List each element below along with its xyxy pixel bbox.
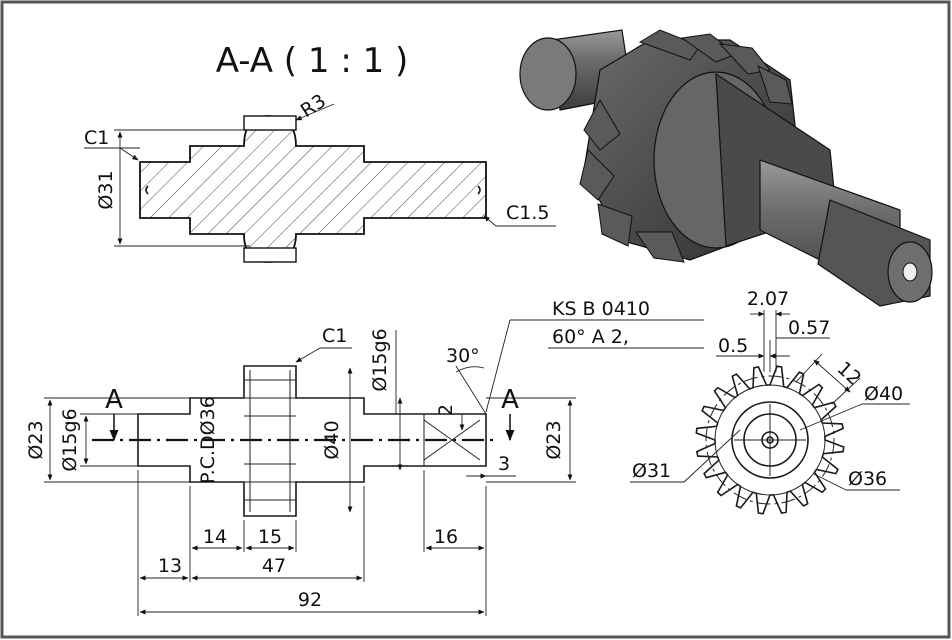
center-hole-left bbox=[145, 185, 149, 195]
knurl-spec: 60° A 2, bbox=[552, 326, 629, 348]
front-view: A A Ø23 Ø15g6 P.C.DØ36 C1 Ø40 Ø15g6 Ø23 … bbox=[25, 298, 704, 616]
dia-left-fit: Ø15g6 bbox=[59, 408, 81, 471]
len-shaft: 13 bbox=[158, 555, 182, 577]
knurl-standard: KS B 0410 bbox=[552, 298, 650, 320]
gear-tooth-top bbox=[243, 115, 297, 131]
flat-length: 3 bbox=[498, 453, 510, 475]
dia-outer: Ø40 bbox=[864, 383, 903, 405]
section-title: A-A ( 1 : 1 ) bbox=[216, 41, 409, 81]
teeth: 12 bbox=[833, 357, 866, 390]
section-body bbox=[139, 115, 487, 263]
width-c: 0.5 bbox=[718, 335, 748, 357]
section-mark-right: A bbox=[501, 385, 519, 415]
section-diameter: Ø31 bbox=[95, 170, 117, 209]
dia-right-fit: Ø15g6 bbox=[369, 328, 391, 391]
depth: 2 bbox=[435, 404, 457, 416]
dia-gear: Ø40 bbox=[321, 420, 343, 459]
section-chamfer-left: C1 bbox=[84, 127, 109, 149]
angle: 30° bbox=[446, 345, 480, 367]
chamfer-gear: C1 bbox=[322, 325, 347, 347]
gear-tooth-bottom bbox=[243, 247, 297, 263]
section-view: A-A ( 1 : 1 ) C1 R3 Ø31 C1.5 bbox=[84, 41, 556, 263]
section-mark-left: A bbox=[105, 385, 123, 415]
len-hub: 14 bbox=[203, 526, 227, 548]
dia-root: Ø31 bbox=[632, 460, 671, 482]
pitch-circle: P.C.DØ36 bbox=[197, 396, 219, 484]
isometric-render bbox=[519, 29, 933, 307]
width-b: 0.57 bbox=[788, 317, 830, 339]
dia-right-outer: Ø23 bbox=[543, 420, 565, 459]
section-chamfer-right: C1.5 bbox=[506, 202, 549, 224]
width-a: 2.07 bbox=[747, 288, 789, 310]
len-total: 92 bbox=[298, 589, 322, 611]
len-end: 16 bbox=[434, 526, 458, 548]
len-gear: 15 bbox=[258, 526, 282, 548]
side-view: 2.07 0.57 0.5 12 Ø40 Ø31 Ø36 bbox=[630, 288, 910, 515]
dia-pitch: Ø36 bbox=[848, 468, 887, 490]
center-hole-right bbox=[477, 185, 481, 195]
front-outline bbox=[137, 365, 487, 517]
len-mid: 47 bbox=[262, 555, 286, 577]
dia-left-outer: Ø23 bbox=[25, 420, 47, 459]
